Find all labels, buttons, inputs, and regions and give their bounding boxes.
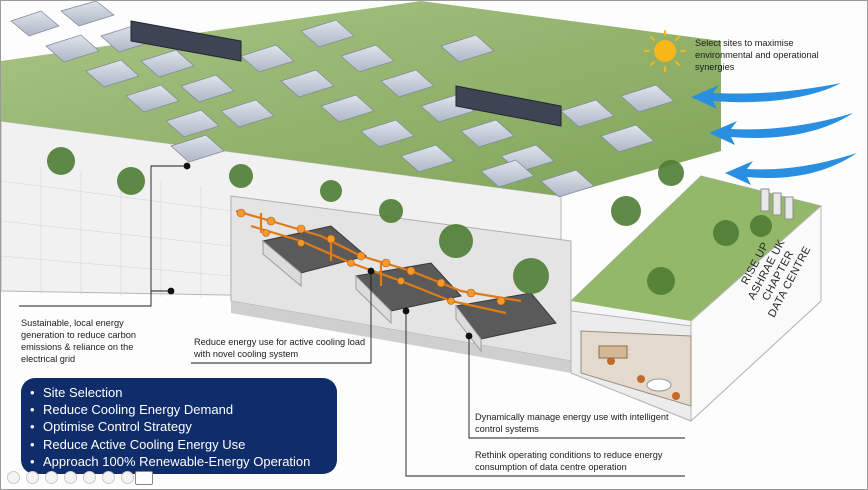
strategy-panel: Site Selection Reduce Cooling Energy Dem… [21, 378, 337, 474]
toolbar-control[interactable] [121, 471, 134, 484]
annotation-control-systems: Dynamically manage energy use with intel… [475, 412, 669, 434]
annotation-operating-conditions: Rethink operating conditions to reduce e… [475, 450, 663, 472]
camera-icon[interactable] [135, 471, 153, 485]
toolbar-control[interactable] [102, 471, 115, 484]
wind-arrow-icon [691, 83, 857, 185]
leader-lines [19, 165, 685, 477]
toolbar-control[interactable] [45, 471, 58, 484]
leader-dots [167, 162, 473, 340]
annotation-active-cooling: Reduce energy use for active cooling loa… [194, 337, 366, 359]
office-block [570, 175, 822, 423]
toolbar-control[interactable] [83, 471, 96, 484]
slide-toolbar [7, 471, 134, 484]
strategy-item: Approach 100% Renewable-Energy Operation [30, 453, 337, 470]
annotation-energy-generation: Sustainable, local energy generation to … [21, 318, 136, 364]
strategy-item: Reduce Cooling Energy Demand [30, 401, 337, 418]
sun-icon [644, 30, 686, 72]
cooling-bay [230, 195, 572, 373]
toolbar-control[interactable] [7, 471, 20, 484]
strategy-item: Optimise Control Strategy [30, 418, 337, 435]
strategy-item: Site Selection [30, 384, 337, 401]
vegetation [47, 147, 772, 295]
toolbar-control[interactable] [26, 471, 39, 484]
toolbar-control[interactable] [64, 471, 77, 484]
strategy-list: Site Selection Reduce Cooling Energy Dem… [21, 378, 337, 470]
annotation-site-selection: Select sites to maximise environmental a… [695, 38, 819, 72]
strategy-item: Reduce Active Cooling Energy Use [30, 436, 337, 453]
rooftop-chillers [130, 20, 562, 127]
